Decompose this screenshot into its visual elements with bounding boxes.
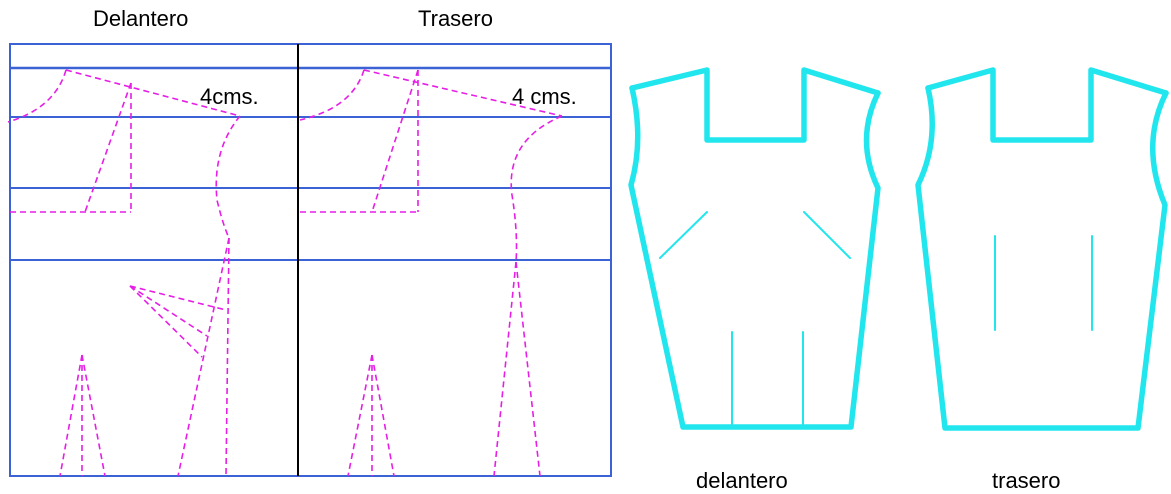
back-side-slant <box>493 261 517 477</box>
back-pattern-body-outline <box>915 85 1169 431</box>
front-neckline <box>7 69 67 123</box>
front-offset-label: 4cms. <box>200 84 259 109</box>
front-draft-lines <box>7 69 241 477</box>
draft-grid <box>9 43 612 477</box>
front-side-seam <box>225 237 230 477</box>
draft-front-title: Delantero <box>93 8 189 26</box>
draft-back-title: Trasero <box>418 6 493 31</box>
front-dart-leg-left <box>84 82 132 213</box>
front-pattern-piece <box>628 67 881 430</box>
front-waist-dart-right <box>81 354 106 477</box>
front-pattern-neck-shoulder <box>629 67 881 143</box>
front-waist-dart-left <box>59 354 83 477</box>
front-bust-dart-middle <box>129 285 208 337</box>
back-pattern-neck-shoulder <box>925 67 1169 143</box>
back-side-seam <box>515 261 541 477</box>
back-neckline <box>299 69 365 121</box>
front-pattern-dart-left-bust <box>659 211 708 259</box>
back-shoulder-line <box>363 69 563 117</box>
front-armhole <box>215 115 241 239</box>
back-pattern-piece <box>915 67 1169 431</box>
back-dart-leg-left <box>371 69 419 213</box>
back-offset-label: 4 cms. <box>512 84 577 109</box>
pattern-back-title: trasero <box>992 468 1061 493</box>
back-waist-dart-left <box>347 354 373 477</box>
back-armhole <box>510 115 563 263</box>
front-bust-dart-top <box>129 285 227 311</box>
back-waist-dart-right <box>371 354 395 477</box>
front-pattern-body-outline <box>628 85 881 430</box>
front-side-slant <box>177 237 230 477</box>
front-bust-dart-bottom <box>129 285 203 358</box>
front-pattern-dart-right-bust <box>803 211 851 259</box>
back-draft-lines <box>299 69 563 477</box>
pattern-front-title: delantero <box>696 468 788 493</box>
front-shoulder-line <box>65 69 241 117</box>
